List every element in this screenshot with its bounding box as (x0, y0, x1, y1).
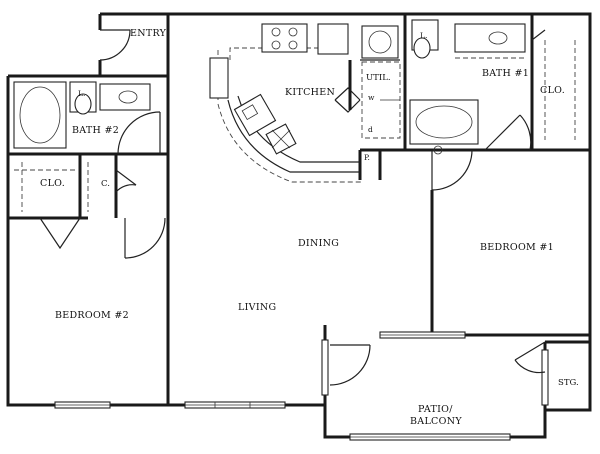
label-bath2: BATH #2 (72, 125, 119, 136)
label-bedroom2: BEDROOM #2 (55, 310, 129, 321)
doors (39, 29, 546, 386)
label-living: LIVING (238, 302, 276, 313)
bath2-fixtures (13, 81, 151, 212)
label-clo1: CLO. (540, 85, 565, 96)
label-clo2: CLO. (40, 178, 65, 189)
label-patio-2: BALCONY (410, 416, 462, 427)
label-entry: ENTRY (130, 28, 167, 39)
label-util: UTIL. (366, 73, 391, 83)
kitchen-fixtures (209, 23, 362, 183)
label-bath1: BATH #1 (482, 68, 529, 79)
label-linen-bath2: L. (78, 89, 85, 98)
bath1-fixtures (409, 19, 576, 155)
label-storage: STG. (558, 378, 579, 388)
label-dining: DINING (298, 238, 339, 249)
label-util-w: w (368, 93, 375, 102)
room-labels: ENTRY KITCHEN UTIL. w d P. BATH #1 CLO. … (40, 28, 579, 427)
label-linen-bath1: L. (420, 31, 427, 40)
label-kitchen: KITCHEN (285, 87, 335, 98)
interior-walls (8, 14, 590, 405)
label-patio-1: PATIO/ (418, 404, 453, 415)
label-pantry: P. (364, 153, 370, 162)
label-closet-c: C. (101, 179, 110, 189)
utility-fixtures (360, 25, 401, 139)
label-util-d: d (368, 125, 373, 134)
windows (54, 331, 549, 441)
label-bedroom1: BEDROOM #1 (480, 242, 554, 253)
